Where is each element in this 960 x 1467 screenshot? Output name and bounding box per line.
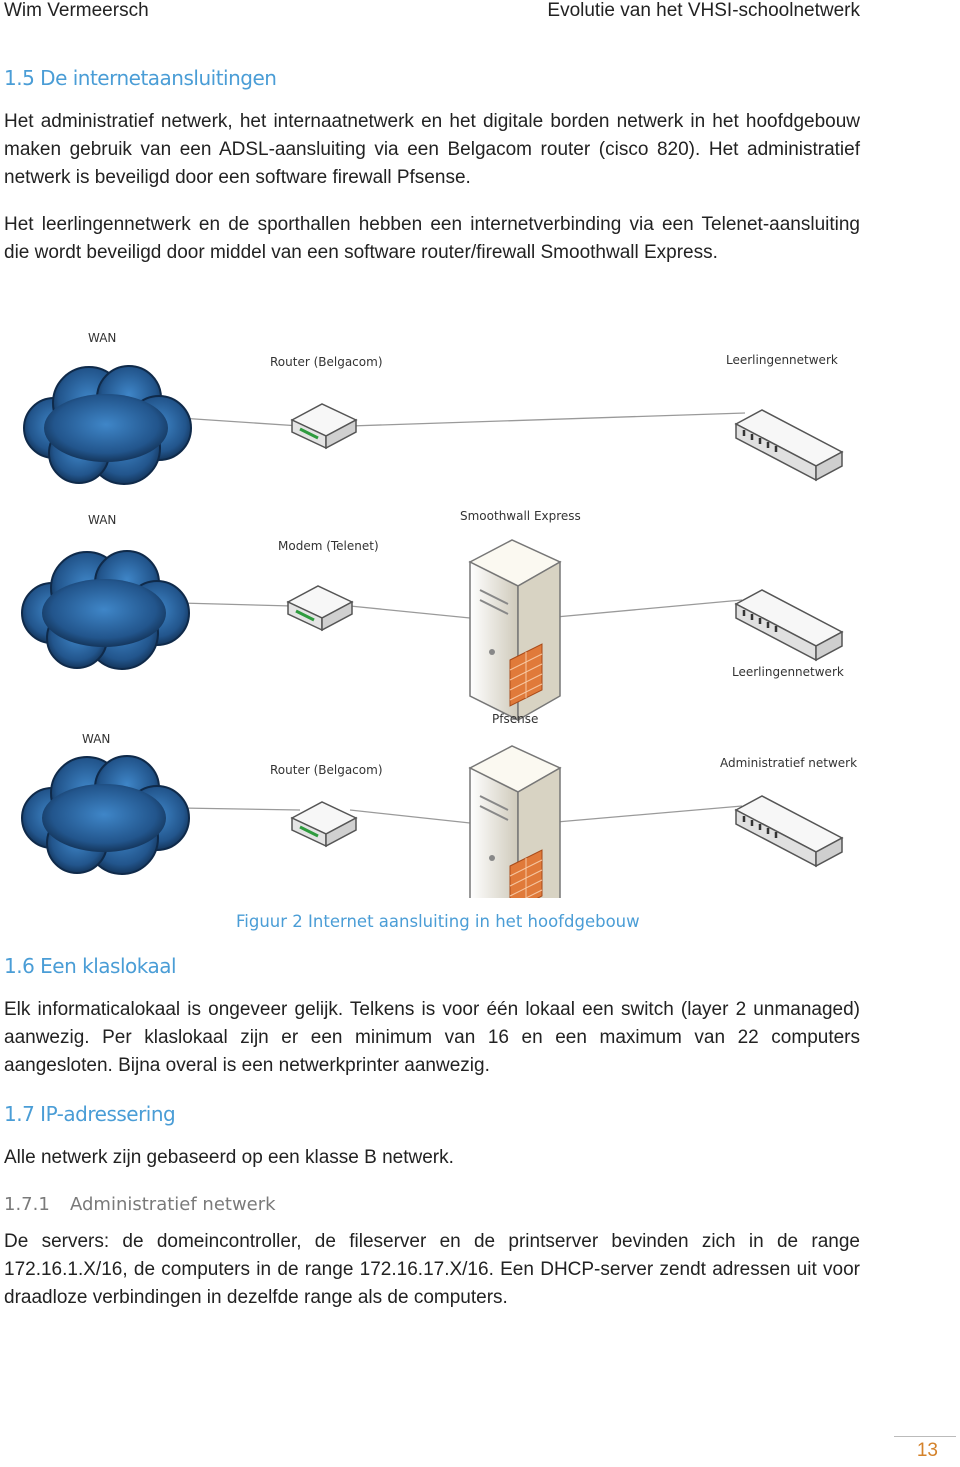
wan-label-1: WAN — [88, 331, 116, 345]
paragraph-klaslokaal: Elk informaticalokaal is ongeveer gelijk… — [4, 999, 860, 1076]
network-diagram: WAN Router (Belgacom) Leerlingennetwerk … — [21, 331, 857, 898]
server-label-2: Smoothwall Express — [460, 509, 581, 523]
cloud-icon — [23, 365, 192, 485]
wan-label-2: WAN — [88, 513, 116, 527]
subsection-number: 1.7.1 — [4, 1194, 50, 1215]
paragraph-administratief: De servers: de domeincontroller, de file… — [4, 1231, 860, 1308]
paragraph-adsl: Het administratief netwerk, het internaa… — [4, 111, 860, 188]
header-author: Wim Vermeersch — [4, 0, 149, 21]
subsection-title: Administratief netwerk — [70, 1194, 276, 1215]
cloud-icon — [21, 550, 190, 670]
switch-label-1: Leerlingennetwerk — [726, 353, 838, 367]
server-icon — [469, 539, 561, 721]
paragraph-telenet: Het leerlingennetwerk en de sporthallen … — [4, 214, 860, 263]
switch-label-2: Leerlingennetwerk — [732, 665, 844, 679]
page-number: 13 — [916, 1440, 938, 1461]
header-title: Evolutie van het VHSI-schoolnetwerk — [547, 0, 860, 21]
switch-icon — [734, 794, 844, 868]
server-label-3: Pfsense — [492, 712, 538, 726]
modem-label: Modem (Telenet) — [278, 539, 379, 553]
wan-label-3: WAN — [82, 732, 110, 746]
switch-icon — [734, 588, 844, 662]
section-heading-1-6: 1.6 Een klaslokaal — [4, 954, 177, 978]
cloud-icon — [21, 755, 190, 875]
section-heading-1-5: 1.5 De internetaansluitingen — [4, 66, 277, 90]
router-label-1: Router (Belgacom) — [270, 355, 383, 369]
figure-caption: Figuur 2 Internet aansluiting in het hoo… — [236, 912, 640, 931]
modem-icon — [286, 584, 354, 632]
connection-lines — [179, 412, 746, 824]
router-icon — [290, 402, 358, 450]
subsection-heading-1-7-1: 1.7.1 Administratief netwerk — [4, 1194, 276, 1215]
switch-label-3: Administratief netwerk — [720, 756, 857, 770]
page-number-rule — [894, 1436, 956, 1437]
switch-icon — [734, 408, 844, 482]
router-icon — [290, 800, 358, 848]
firewall-icon — [469, 745, 561, 898]
section-heading-1-7: 1.7 IP-adressering — [4, 1102, 176, 1126]
page-header: Wim Vermeersch Evolutie van het VHSI-sch… — [4, 0, 860, 24]
paragraph-ip: Alle netwerk zijn gebaseerd op een klass… — [4, 1147, 454, 1168]
router-label-3: Router (Belgacom) — [270, 763, 383, 777]
